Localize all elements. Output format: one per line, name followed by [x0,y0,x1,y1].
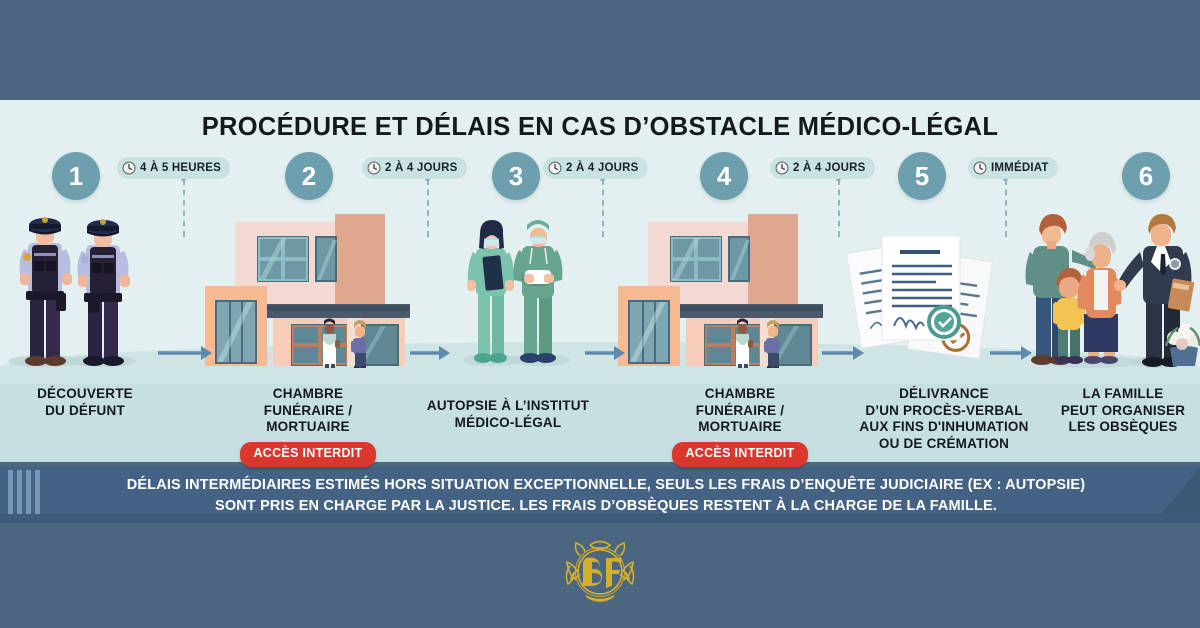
dash-line-5 [1005,179,1007,237]
bf-monogram-logo [565,540,635,602]
step-circle-6[interactable]: 6 [1122,152,1170,200]
status-badge-acces-interdit-1: ACCÈS INTERDIT [240,442,376,467]
clock-icon [775,161,789,175]
delay-pill-label-3: 2 À 4 JOURS [566,162,639,174]
step-caption-2: CHAMBRE FUNÉRAIRE / MORTUAIRE ACCÈS INTE… [218,386,398,467]
arrow-connector-1 [158,346,212,360]
ground-band-lower [0,384,1200,462]
delay-pill-label-4: 2 À 4 JOURS [793,162,866,174]
arrow-connector-3 [585,346,625,360]
illustration-funeral-home-building-2 [618,214,823,368]
status-badge-acces-interdit-2: ACCÈS INTERDIT [672,442,808,467]
step-caption-6: LA FAMILLE PEUT ORGANISER LES OBSÈQUES [1046,386,1200,436]
delay-pill-label-5: IMMÉDIAT [991,162,1049,174]
disclaimer-banner: DÉLAIS INTERMÉDIAIRES ESTIMÉS HORS SITUA… [0,467,1200,523]
illustration-family-with-funeral-director [1025,214,1200,368]
step-circle-4[interactable]: 4 [700,152,748,200]
illustration-two-police-officers [8,217,136,367]
caption-line: CHAMBRE [272,386,344,401]
delay-pill-label-1: 4 À 5 HEURES [140,162,222,174]
caption-line: AUTOPSIE À L’INSTITUT [426,398,590,413]
delay-pill-1: 4 À 5 HEURES [117,157,231,179]
step-caption-5: DÉLIVRANCE D’UN PROCÈS-VERBAL AUX FINS D… [838,386,1050,453]
caption-line: MORTUAIRE [698,419,782,435]
delay-pill-4: 2 À 4 JOURS [770,157,875,179]
disclaimer-line-2: SONT PRIS EN CHARGE PAR LA JUSTICE. LES … [215,497,997,514]
caption-line: CHAMBRE [704,386,776,401]
caption-line: MÉDICO-LÉGAL [454,414,562,430]
delay-pill-label-2: 2 À 4 JOURS [385,162,458,174]
step-circle-5[interactable]: 5 [898,152,946,200]
arrow-connector-5 [990,346,1032,360]
caption-line: FUNÉRAIRE / [695,402,785,418]
disclaimer-line-1: DÉLAIS INTERMÉDIAIRES ESTIMÉS HORS SITUA… [126,477,1086,493]
caption-line: AUX FINS D'INHUMATION [859,419,1029,435]
dash-line-2 [427,179,429,237]
delay-pill-5: IMMÉDIAT [968,157,1058,179]
banner-stripes-decoration [8,467,48,523]
step-caption-1: DÉCOUVERTE DU DÉFUNT [0,386,170,419]
footer-bar [0,523,1200,628]
caption-line: PEUT ORGANISER [1060,402,1186,418]
step-caption-3: AUTOPSIE À L’INSTITUT MÉDICO-LÉGAL [408,398,608,431]
clock-icon [973,161,987,175]
dash-line-1 [183,179,185,237]
arrow-connector-2 [410,346,450,360]
banner-bottom-shade [0,514,1200,523]
delay-pill-3: 2 À 4 JOURS [543,157,648,179]
caption-line: LES OBSÈQUES [1068,419,1178,435]
caption-line: DU DÉFUNT [45,402,125,418]
caption-line: DÉLIVRANCE [899,386,989,401]
delay-pill-2: 2 À 4 JOURS [362,157,467,179]
caption-line: OU DE CRÉMATION [878,436,1010,452]
step-circle-3[interactable]: 3 [492,152,540,200]
caption-line: LA FAMILLE [1082,386,1164,401]
top-bar [0,0,1200,100]
disclaimer-text: DÉLAIS INTERMÉDIAIRES ESTIMÉS HORS SITUA… [56,475,1156,516]
step-caption-4: CHAMBRE FUNÉRAIRE / MORTUAIRE ACCÈS INTE… [650,386,830,467]
arrow-connector-4 [822,346,864,360]
caption-line: D’UN PROCÈS-VERBAL [865,402,1023,418]
step-circle-2[interactable]: 2 [285,152,333,200]
illustration-stacked-official-documents [848,235,994,360]
caption-line: MORTUAIRE [266,419,350,435]
clock-icon [548,161,562,175]
caption-line: DÉCOUVERTE [37,386,133,401]
step-circle-1[interactable]: 1 [52,152,100,200]
dash-line-4 [838,179,840,237]
caption-line: FUNÉRAIRE / [263,402,353,418]
clock-icon [122,161,136,175]
clock-icon [367,161,381,175]
illustration-two-medical-examiners [464,220,570,366]
banner-corner-decoration [1154,467,1200,523]
dash-line-3 [602,179,604,237]
illustration-funeral-home-building-1 [205,214,410,368]
page-title: PROCÉDURE ET DÉLAIS EN CAS D’OBSTACLE MÉ… [201,113,999,141]
